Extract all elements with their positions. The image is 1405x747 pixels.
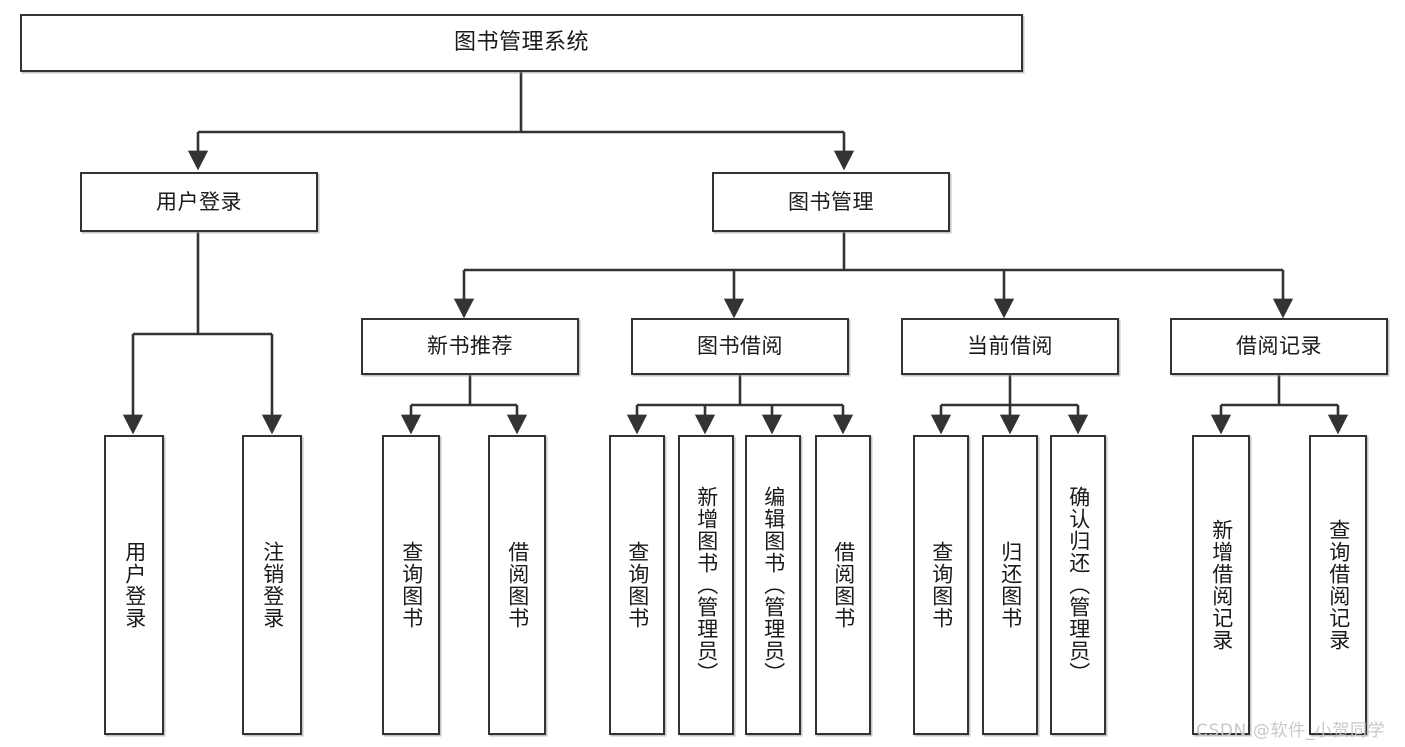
- node-book-borrow[interactable]: 图书借阅: [631, 318, 849, 375]
- leaf-edit-book-admin[interactable]: 编辑图书（管理员）: [745, 435, 801, 735]
- node-label: 查询图书: [625, 541, 650, 629]
- node-current-borrow[interactable]: 当前借阅: [901, 318, 1119, 375]
- node-label: 新增图书（管理员）: [694, 486, 719, 684]
- node-label: 图书管理系统: [453, 30, 589, 56]
- node-label: 编辑图书（管理员）: [761, 486, 786, 684]
- node-label: 新增借阅记录: [1209, 519, 1234, 651]
- node-label: 借阅记录: [1236, 334, 1322, 359]
- node-label: 新书推荐: [427, 334, 513, 359]
- leaf-query-book-current[interactable]: 查询图书: [913, 435, 969, 735]
- node-label: 借阅图书: [831, 541, 856, 629]
- node-label: 查询图书: [399, 541, 424, 629]
- node-label: 查询图书: [929, 541, 954, 629]
- node-user-login[interactable]: 用户登录: [80, 172, 318, 232]
- leaf-query-book-recommend[interactable]: 查询图书: [382, 435, 440, 735]
- leaf-borrow-book-recommend[interactable]: 借阅图书: [488, 435, 546, 735]
- leaf-return-book[interactable]: 归还图书: [982, 435, 1038, 735]
- leaf-query-book-borrow[interactable]: 查询图书: [609, 435, 665, 735]
- leaf-logout[interactable]: 注销登录: [242, 435, 302, 735]
- node-label: 确认归还（管理员）: [1066, 486, 1091, 684]
- node-new-book-recommend[interactable]: 新书推荐: [361, 318, 579, 375]
- node-label: 注销登录: [260, 541, 285, 629]
- leaf-add-book-admin[interactable]: 新增图书（管理员）: [678, 435, 734, 735]
- node-label: 归还图书: [998, 541, 1023, 629]
- leaf-borrow-book[interactable]: 借阅图书: [815, 435, 871, 735]
- node-borrow-records[interactable]: 借阅记录: [1170, 318, 1388, 375]
- node-label: 借阅图书: [505, 541, 530, 629]
- node-label: 图书管理: [788, 189, 874, 214]
- leaf-user-login[interactable]: 用户登录: [104, 435, 164, 735]
- leaf-query-borrow-record[interactable]: 查询借阅记录: [1309, 435, 1367, 735]
- node-root-system[interactable]: 图书管理系统: [20, 14, 1023, 72]
- node-label: 查询借阅记录: [1326, 519, 1351, 651]
- node-label: 用户登录: [122, 541, 147, 629]
- leaf-add-borrow-record[interactable]: 新增借阅记录: [1192, 435, 1250, 735]
- leaf-confirm-return-admin[interactable]: 确认归还（管理员）: [1050, 435, 1106, 735]
- node-book-management[interactable]: 图书管理: [712, 172, 950, 232]
- node-label: 用户登录: [156, 189, 242, 214]
- node-label: 当前借阅: [967, 334, 1053, 359]
- csdn-watermark: CSDN @软件_小贺同学: [1196, 721, 1386, 741]
- node-label: 图书借阅: [697, 334, 783, 359]
